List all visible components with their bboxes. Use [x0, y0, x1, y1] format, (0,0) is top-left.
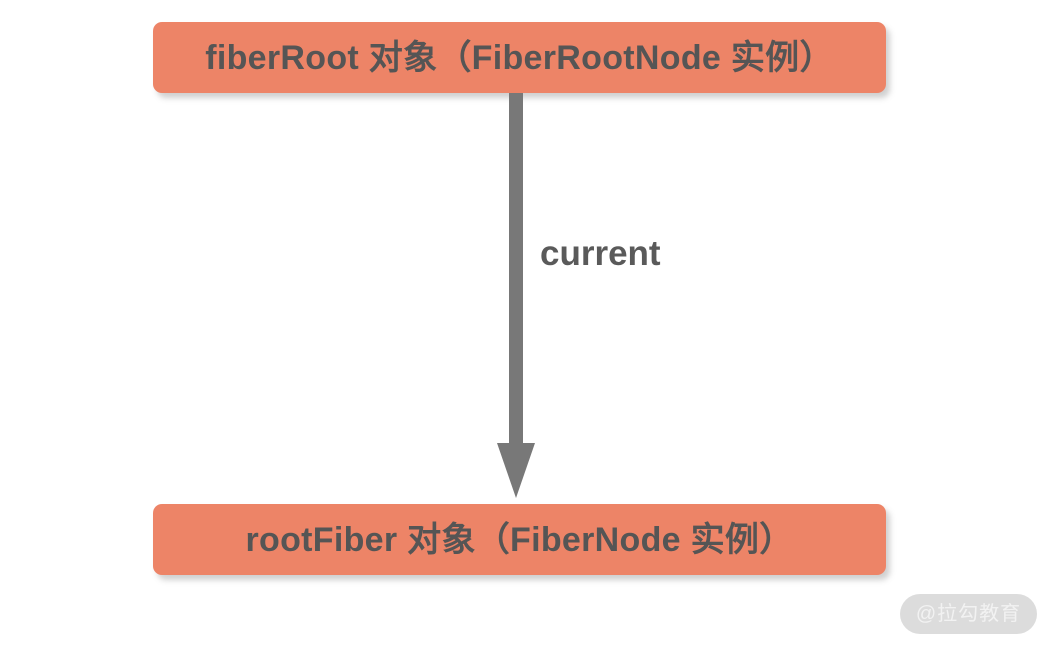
node-fiberroot[interactable]: fiberRoot 对象（FiberRootNode 实例）	[153, 22, 886, 93]
current-arrow-icon	[497, 93, 535, 498]
watermark-text: @拉勾教育	[915, 603, 1022, 625]
node-rootfiber[interactable]: rootFiber 对象（FiberNode 实例）	[153, 504, 886, 575]
node-fiberroot-label: fiberRoot 对象（FiberRootNode 实例）	[205, 38, 834, 77]
current-arrow-label: current	[540, 234, 661, 273]
node-rootfiber-label: rootFiber 对象（FiberNode 实例）	[245, 520, 794, 559]
watermark-badge: @拉勾教育	[900, 594, 1037, 634]
